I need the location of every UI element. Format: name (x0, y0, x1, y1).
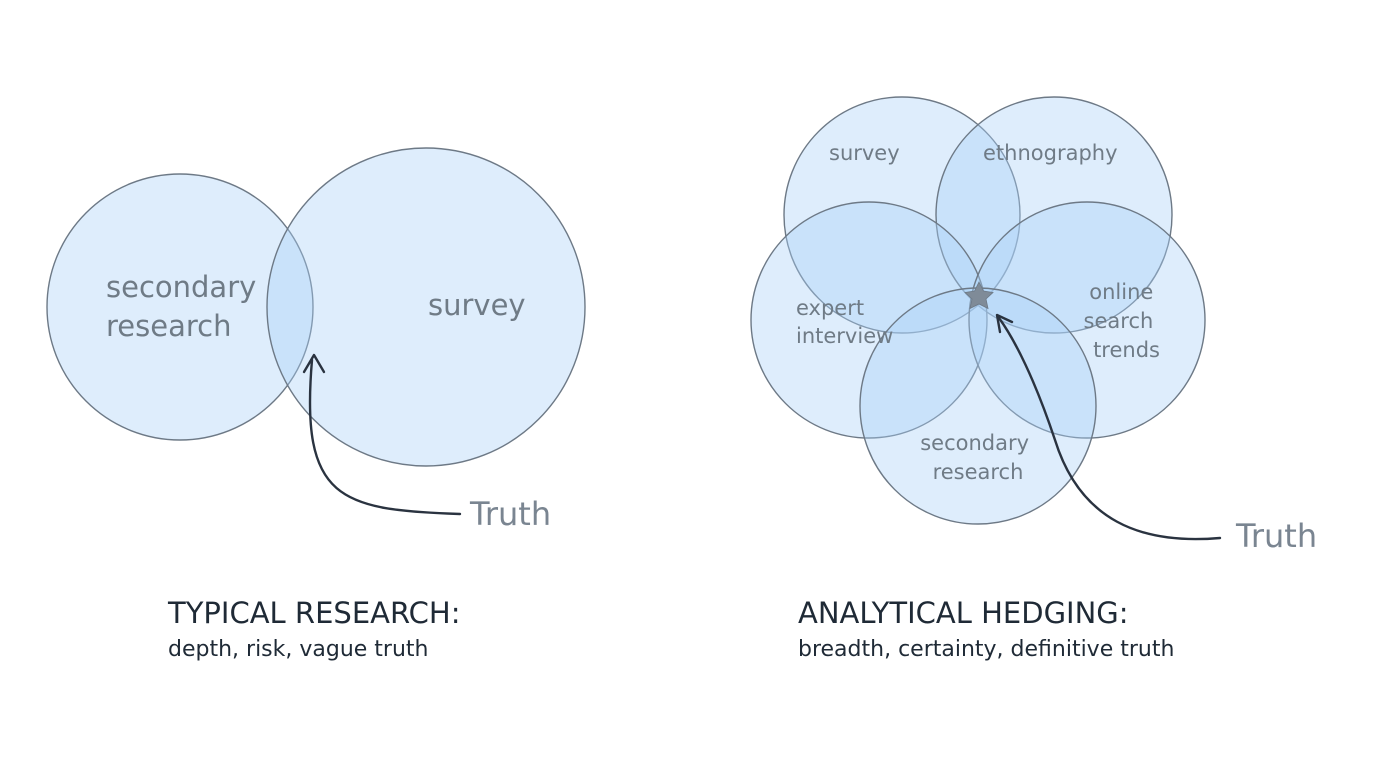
survey-label: survey (428, 288, 526, 322)
secondary-research-label: secondary research (920, 431, 1036, 484)
truth-arrow (308, 358, 462, 516)
analytical-hedging-heading: ANALYTICAL HEDGING: (798, 596, 1129, 630)
typical-research-heading: TYPICAL RESEARCH: (167, 596, 461, 630)
online-search-trends-circle (968, 201, 1206, 439)
expert-interview-label: expert interview (796, 296, 893, 348)
truth-label: Truth (1235, 517, 1317, 555)
truth-label: Truth (469, 495, 551, 533)
secondary-research-label: secondary research (106, 270, 266, 343)
expert-interview-circle (750, 201, 988, 439)
star-icon (964, 281, 994, 310)
typical-research-subheading: depth, risk, vague truth (168, 637, 429, 662)
secondary-research-circle (46, 173, 314, 441)
survey-circle (783, 96, 1021, 334)
arrow-head (995, 313, 1014, 334)
analytical-hedging-diagram: survey ethnography expert interview onli… (750, 96, 1317, 662)
truth-arrow (997, 316, 1222, 541)
ethnography-label: ethnography (983, 141, 1118, 165)
analytical-hedging-subheading: breadth, certainty, definitive truth (798, 637, 1174, 662)
arrow-head (302, 353, 326, 374)
typical-research-diagram: secondary research survey Truth TYPICAL … (46, 147, 586, 662)
secondary-research-circle (859, 287, 1097, 525)
survey-label: survey (829, 141, 900, 165)
survey-circle (266, 147, 586, 467)
online-search-trends-label: online search trends (1084, 280, 1160, 362)
ethnography-circle (935, 96, 1173, 334)
